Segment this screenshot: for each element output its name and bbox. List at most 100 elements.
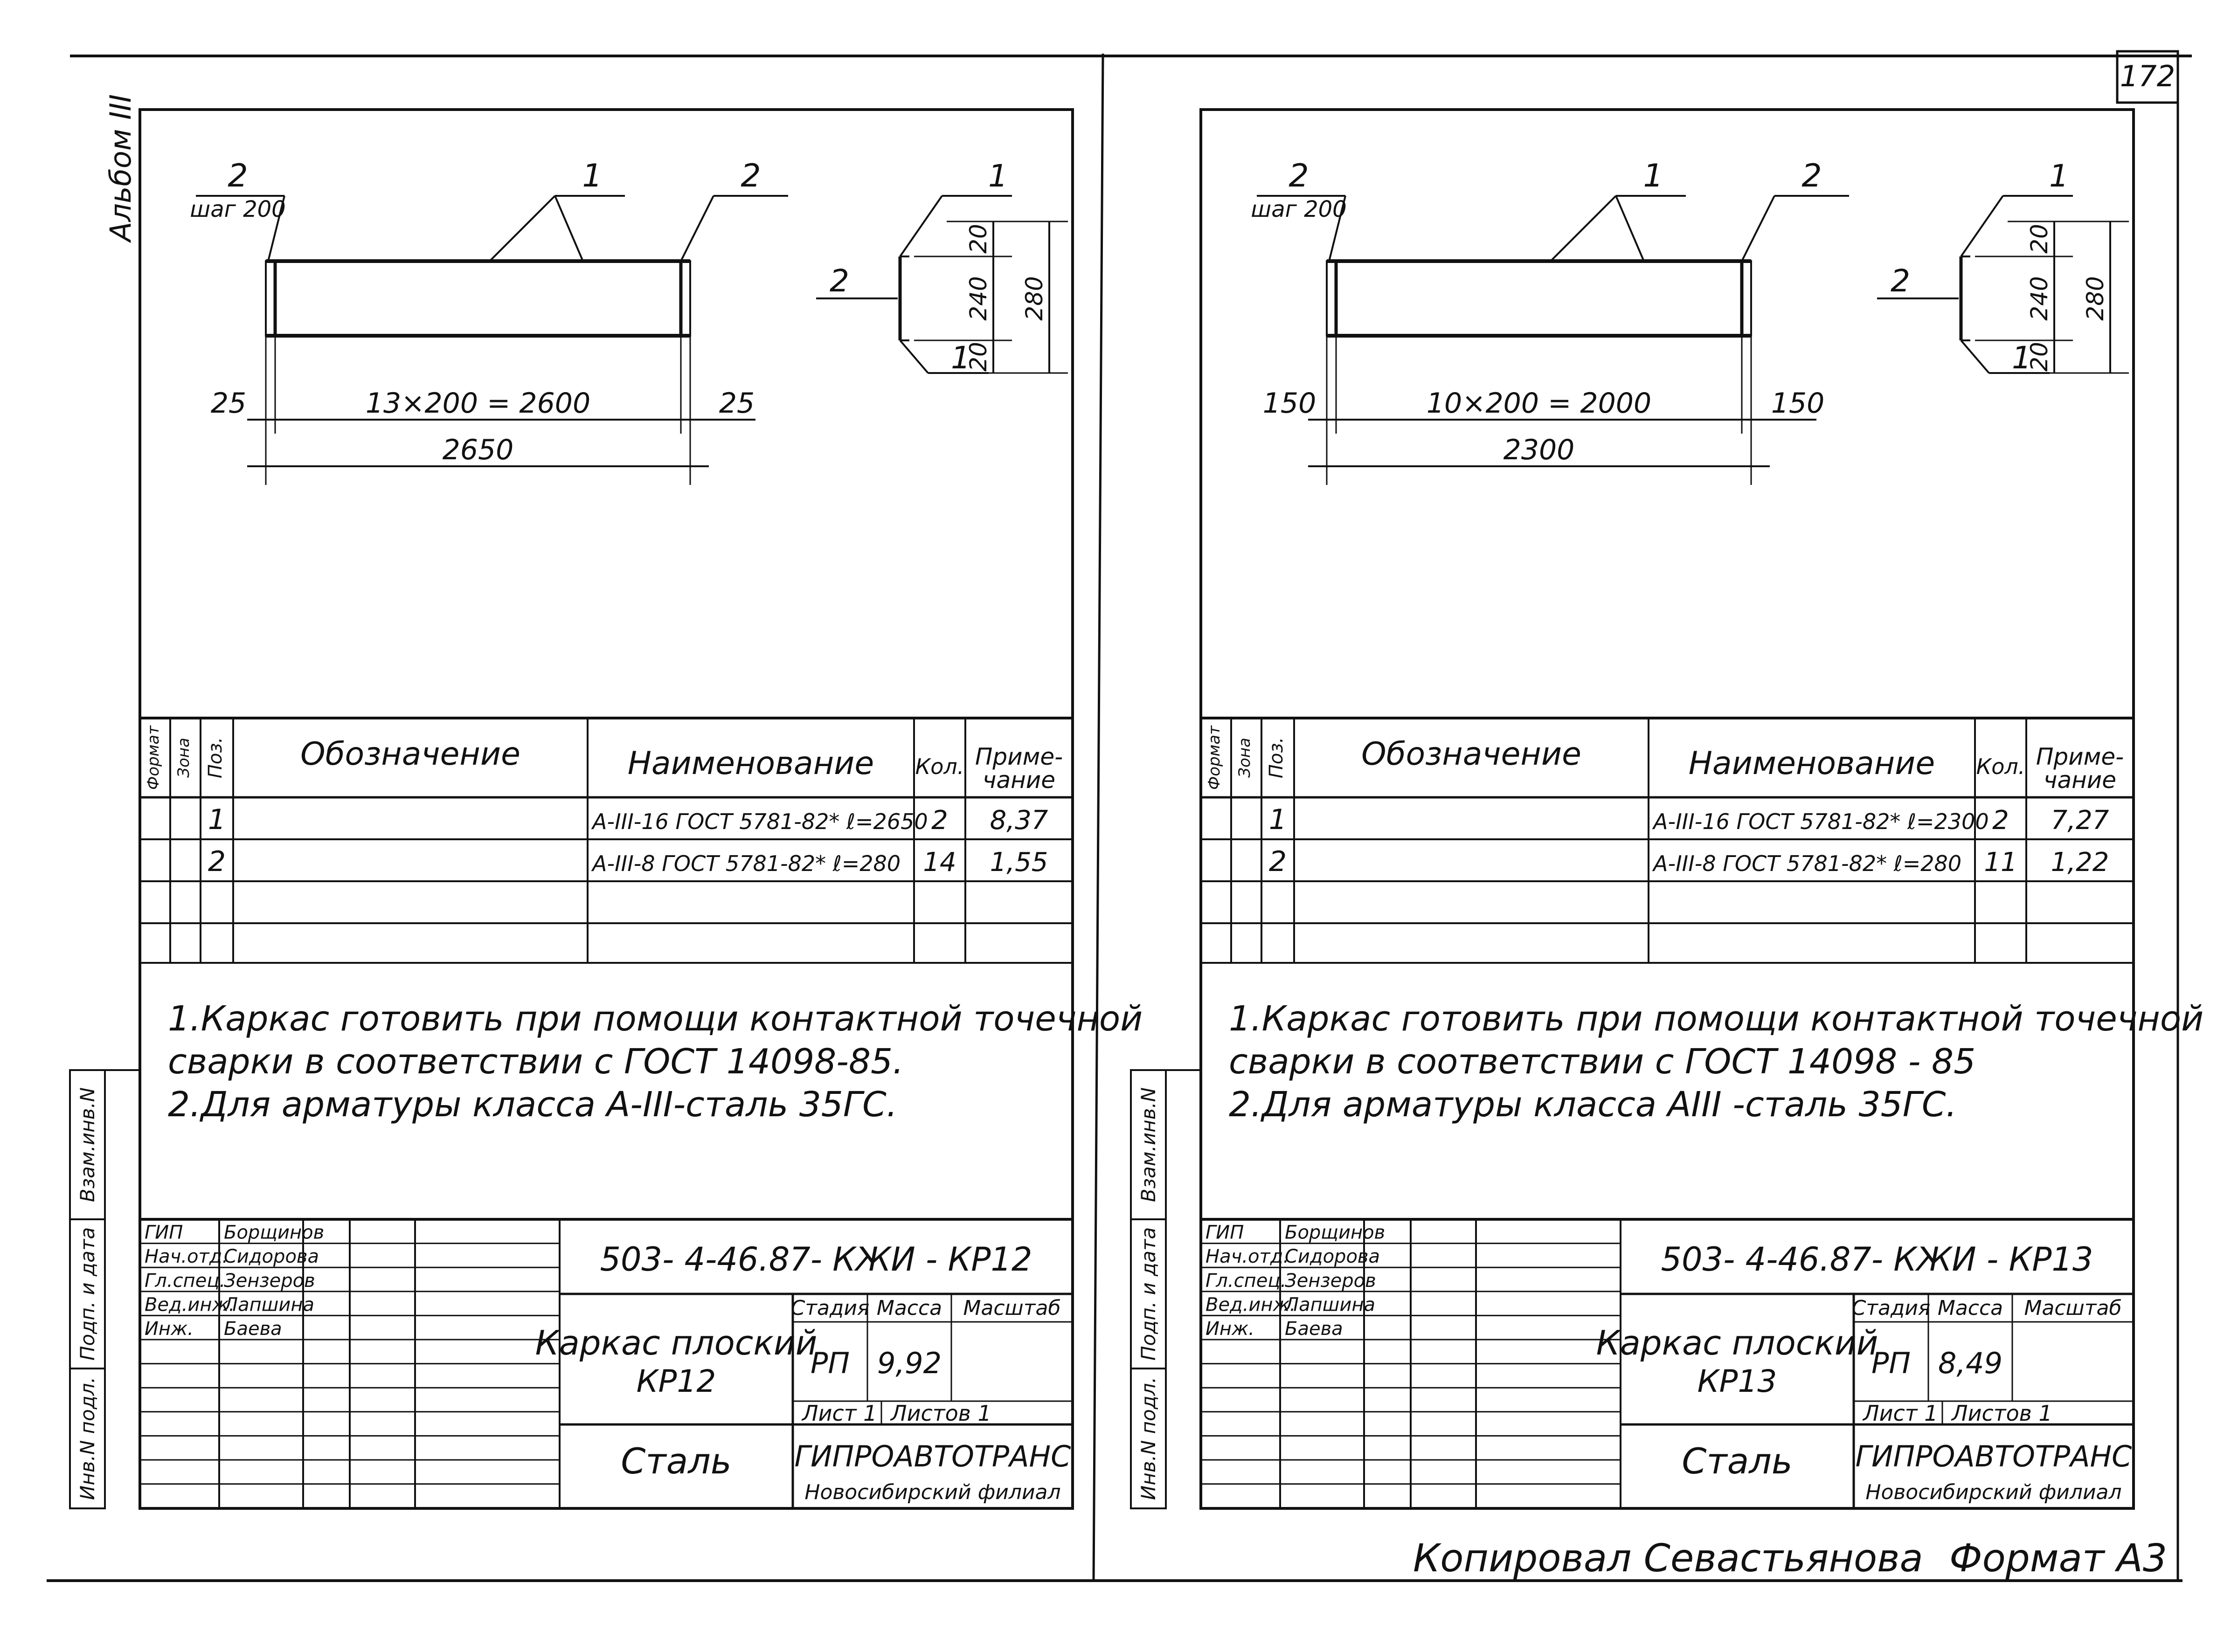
staff-name: Борщинов xyxy=(1285,1222,1385,1244)
spec-row-name: А-III-8 ГОСТ 5781-82* ℓ=280 xyxy=(1652,851,1961,876)
leader-mid-a xyxy=(1550,195,1617,262)
staff-role: Инж. xyxy=(145,1318,194,1340)
spec-row-note: 1,55 xyxy=(990,847,1048,878)
inner-frame xyxy=(139,108,1074,1510)
section-pos-bottom: 1 xyxy=(951,340,970,376)
spec-row-qty: 2 xyxy=(931,805,948,836)
spec-row-qty: 14 xyxy=(923,847,956,878)
section-dim-bot: 20 xyxy=(965,342,992,372)
section-leader-top xyxy=(1960,195,2004,257)
page-number: 172 xyxy=(2120,59,2175,93)
side-label-replace: Взам.инв.N xyxy=(1137,1087,1160,1202)
drawing-code: 503- 4-46.87- КЖИ - КР13 xyxy=(1661,1240,2093,1279)
pos-label-mid: 1 xyxy=(582,158,602,194)
pos-label-right: 2 xyxy=(741,158,761,194)
staff-role: Вед.инж. xyxy=(145,1294,235,1315)
pos-label-left: 2 xyxy=(1289,158,1309,194)
note-line: 1.Каркас готовить при помощи контактной … xyxy=(168,999,1143,1039)
section-pos-top: 1 xyxy=(988,158,1008,194)
spec-row-note: 7,27 xyxy=(2051,805,2109,836)
side-label-replace: Взам.инв.N xyxy=(76,1087,99,1202)
staff-name: Лапшина xyxy=(1284,1294,1375,1315)
note-line: 2.Для арматуры класса АIII -сталь 35ГС. xyxy=(1229,1085,1957,1125)
note-line: 1.Каркас готовить при помощи контактной … xyxy=(1229,999,2203,1039)
side-strip xyxy=(1130,1069,1167,1509)
leader-mid-b xyxy=(554,195,584,262)
side-label-sign: Подп. и дата xyxy=(76,1227,99,1361)
note-line: 2.Для арматуры класса А-III-сталь 35ГС. xyxy=(168,1085,897,1125)
staff-name: Сидорова xyxy=(1285,1246,1380,1267)
sheets-label: Листов 1 xyxy=(890,1401,991,1426)
spec-header-zone: Зона xyxy=(174,738,193,778)
section-dim-bot: 20 xyxy=(2026,342,2053,372)
leader-mid-a xyxy=(489,195,556,262)
mass-label: Масса xyxy=(877,1296,942,1320)
spec-row-name: А-III-16 ГОСТ 5781-82* ℓ=2300 xyxy=(1652,809,1989,834)
org-branch: Новосибирский филиал xyxy=(804,1480,1060,1504)
title-line-1: Каркас плоский xyxy=(1596,1323,1878,1362)
format-label: Формат А3 xyxy=(1949,1536,2167,1581)
dim-edge-left: 25 xyxy=(211,387,246,420)
section-dim-top: 20 xyxy=(2026,224,2053,254)
side-strip xyxy=(69,1069,106,1509)
staff-role: Нач.отд. xyxy=(1206,1246,1289,1267)
staff-role: Нач.отд. xyxy=(145,1246,228,1267)
staff-role: ГИП xyxy=(145,1222,183,1244)
spec-header-note-1: Приме- xyxy=(2036,743,2124,770)
spec-header-note-2: чание xyxy=(983,767,1055,794)
section-pos-bottom: 1 xyxy=(2012,340,2031,376)
spec-header-format: Формат xyxy=(144,725,163,790)
section-pos-side: 2 xyxy=(1891,263,1910,299)
spec-header-pos: Поз. xyxy=(1266,737,1287,779)
spec-header-designation: Обозначение xyxy=(1361,736,1581,773)
title-line-2: КР12 xyxy=(637,1363,716,1399)
staff-name: Баева xyxy=(224,1318,282,1340)
pos-label-mid: 1 xyxy=(1643,158,1663,194)
scale-label: Масштаб xyxy=(963,1296,1060,1320)
side-label-sign: Подп. и дата xyxy=(1137,1227,1160,1361)
spec-row-qty: 2 xyxy=(1992,805,2009,836)
spec-row-note: 1,22 xyxy=(2051,847,2109,878)
leader-right xyxy=(680,195,714,262)
leader-left xyxy=(267,195,285,262)
spec-header-zone: Зона xyxy=(1235,738,1254,778)
spec-row-pos: 1 xyxy=(1269,803,1287,836)
note-line: сварки в соответствии с ГОСТ 14098-85. xyxy=(168,1042,904,1082)
staff-role: Вед.инж. xyxy=(1206,1294,1296,1315)
section-dim-total: 280 xyxy=(2082,276,2109,320)
side-label-inv: Инв.N подл. xyxy=(1137,1377,1160,1500)
section-dim-top: 20 xyxy=(965,224,992,254)
material-label: Сталь xyxy=(621,1440,731,1482)
title-line-1: Каркас плоский xyxy=(535,1323,818,1362)
note-line: сварки в соответствии с ГОСТ 14098 - 85 xyxy=(1229,1042,1975,1082)
spec-row-qty: 11 xyxy=(1984,847,2017,878)
page-number-box xyxy=(2116,50,2179,104)
section-leader-top xyxy=(899,195,943,257)
frame-outline xyxy=(265,260,691,337)
leader-right xyxy=(1741,195,1775,262)
sheet-label: Лист 1 xyxy=(1862,1401,1938,1426)
mass-value: 9,92 xyxy=(877,1346,942,1380)
spec-header-note-1: Приме- xyxy=(975,743,1063,770)
staff-name: Борщинов xyxy=(224,1222,324,1244)
spec-row-name: А-III-8 ГОСТ 5781-82* ℓ=280 xyxy=(591,851,901,876)
dim-edge-left: 150 xyxy=(1263,387,1316,420)
staff-role: Инж. xyxy=(1206,1318,1254,1340)
pos-label-right: 2 xyxy=(1801,158,1822,194)
spec-row-note: 8,37 xyxy=(990,805,1048,836)
spec-header-qty: Кол. xyxy=(915,754,964,779)
mass-value: 8,49 xyxy=(1938,1346,2002,1380)
org-name: ГИПРОАВТОТРАНС xyxy=(795,1439,1072,1473)
title-line-2: КР13 xyxy=(1698,1363,1777,1399)
dim-total: 2650 xyxy=(443,434,514,466)
spec-header-designation: Обозначение xyxy=(300,736,520,773)
section-dim-total: 280 xyxy=(1021,276,1048,320)
staff-name: Лапшина xyxy=(223,1294,314,1315)
drawing-code: 503- 4-46.87- КЖИ - КР12 xyxy=(600,1240,1032,1279)
section-dim-mid: 240 xyxy=(2026,276,2053,320)
staff-name: Баева xyxy=(1285,1318,1343,1340)
section-pos-side: 2 xyxy=(830,263,849,299)
spec-row-pos: 1 xyxy=(208,803,226,836)
